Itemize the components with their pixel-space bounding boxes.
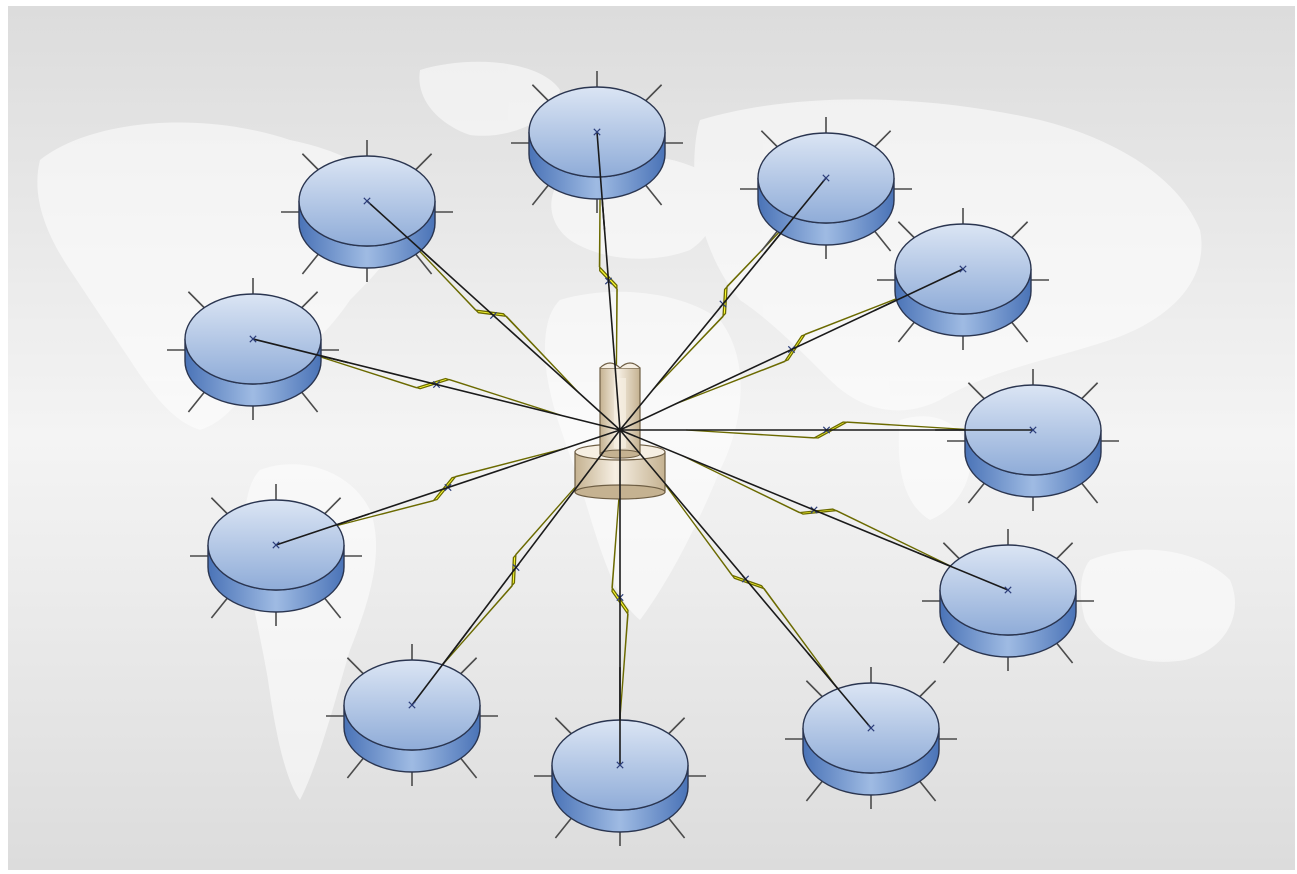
spoke-wire-stub bbox=[917, 551, 1009, 591]
spoke-wire-stub bbox=[596, 131, 606, 230]
port-ticks bbox=[922, 529, 1094, 671]
port-ticks bbox=[326, 644, 498, 786]
port-ticks bbox=[511, 71, 683, 213]
spoke-wire-stub bbox=[366, 200, 441, 268]
continent-australia bbox=[1080, 549, 1235, 662]
port-ticks bbox=[785, 667, 957, 809]
port-ticks bbox=[877, 208, 1049, 350]
node-center-marker bbox=[408, 701, 416, 709]
node-center-marker bbox=[822, 174, 830, 182]
spoke-wire-stub bbox=[763, 177, 827, 255]
node-center-marker bbox=[272, 541, 280, 549]
continent-greenland bbox=[419, 61, 560, 136]
spoke-wire-stub bbox=[411, 626, 472, 706]
node-center-marker bbox=[959, 265, 967, 273]
spoke-wire-stub bbox=[275, 513, 370, 546]
node-center-marker bbox=[593, 128, 601, 136]
node-center-marker bbox=[867, 724, 875, 732]
node-center-marker bbox=[249, 335, 257, 343]
node-center-marker bbox=[363, 197, 371, 205]
spoke-wire-stub bbox=[874, 268, 964, 312]
port-ticks bbox=[740, 117, 912, 259]
port-ticks bbox=[190, 484, 362, 626]
spoke-wire-stub bbox=[252, 338, 349, 364]
port-ticks bbox=[281, 140, 453, 282]
port-ticks bbox=[947, 369, 1119, 511]
continent-south-asia bbox=[898, 416, 971, 520]
spoke-wire-stub bbox=[807, 652, 872, 729]
port-ticks bbox=[167, 278, 339, 420]
node-center-marker bbox=[1004, 586, 1012, 594]
overlay-layer bbox=[249, 128, 1037, 769]
node-center-marker bbox=[616, 761, 624, 769]
node-center-marker bbox=[1029, 426, 1037, 434]
